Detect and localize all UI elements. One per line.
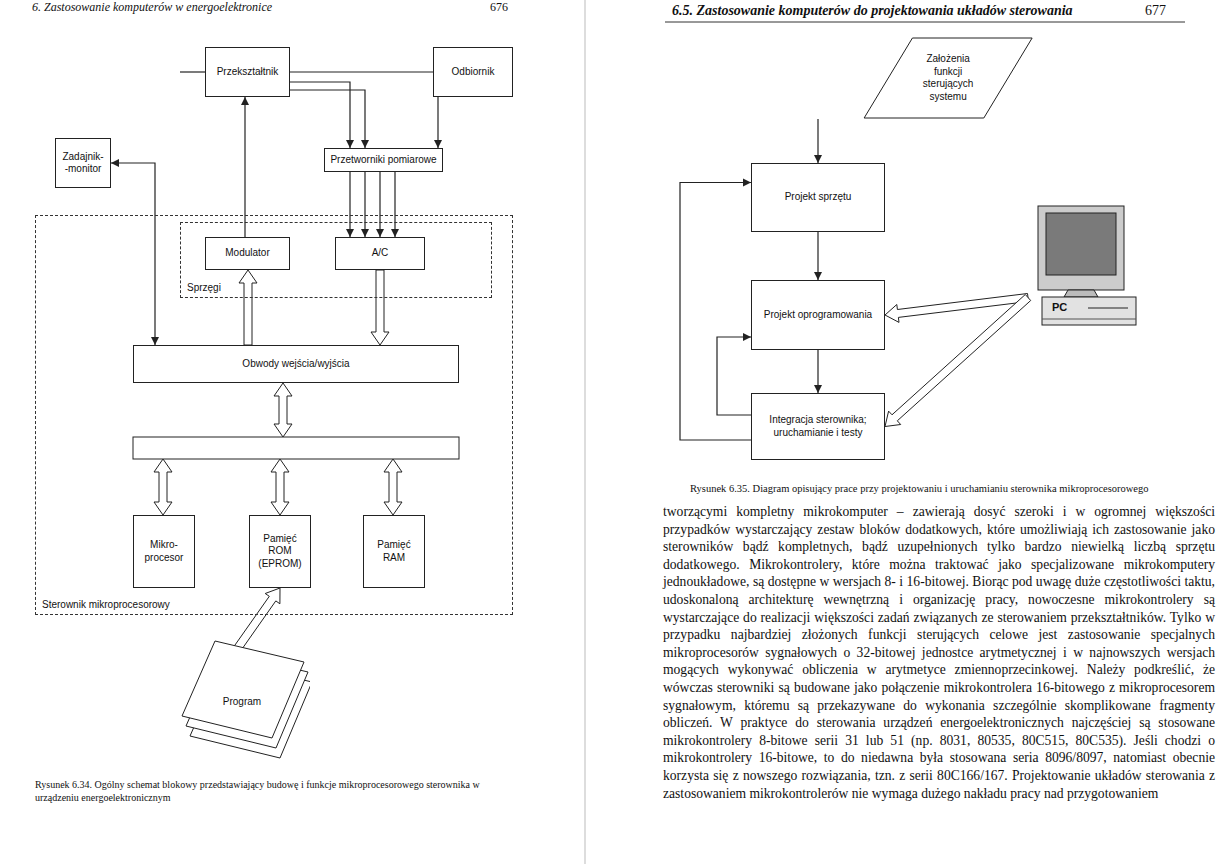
process-box: Projekt sprzętu	[751, 163, 885, 232]
arrowhead	[361, 140, 369, 148]
connector-line	[717, 337, 751, 415]
bus-arrow	[154, 459, 172, 515]
arrowhead	[151, 337, 159, 345]
node-label: Projekt oprogramowania	[756, 309, 880, 322]
figure-caption: Rysunek 6.35. Diagram opisujący prace pr…	[690, 482, 1220, 496]
figure-caption: Rysunek 6.34. Ogólny schemat blokowy prz…	[35, 778, 520, 804]
arrowhead	[111, 159, 119, 167]
connector-line	[680, 183, 751, 441]
connector-line	[290, 90, 365, 148]
io-box: Obwody wejścia/wyjścia	[133, 345, 459, 383]
hollow-arrow-shape	[239, 270, 257, 345]
connector	[290, 82, 369, 148]
hollow-arrow-shape	[885, 295, 1031, 427]
node-label: Założenia funkcji sterujących systemu	[923, 53, 974, 103]
computer-icon: PC	[1028, 205, 1138, 330]
running-header: 6.5. Zastosowanie komputerów do projekto…	[672, 2, 1132, 20]
bus-arrow	[271, 459, 289, 515]
connector	[111, 159, 159, 345]
load-box: Odbiornik	[433, 47, 513, 97]
page-number: 677	[1145, 2, 1195, 20]
transducer-box: Przetworniki pomiarowe	[324, 148, 443, 172]
connector	[814, 119, 822, 163]
hollow-arrow	[371, 270, 389, 345]
rom-box: Pamięć ROM (EPROM)	[249, 515, 311, 588]
page-gutter	[585, 0, 586, 864]
node-label: Przetworniki pomiarowe	[329, 154, 438, 167]
connector	[434, 97, 442, 148]
bus-arrows	[154, 383, 402, 515]
hollow-arrow	[232, 588, 280, 654]
adc-box: A/C	[335, 237, 425, 270]
input-parallelogram: Założenia funkcji sterujących systemu	[715, 37, 1181, 119]
connector	[814, 350, 822, 393]
hollow-arrow	[239, 270, 257, 345]
arrowhead	[346, 229, 354, 237]
node-label: Sterownik mikroprocesorowy	[41, 599, 171, 610]
setpoint-monitor-box: Zadajnik- -monitor	[55, 138, 111, 188]
arrowhead	[814, 155, 822, 163]
running-header: 6. Zastosowanie komputerów w energoelekt…	[32, 0, 452, 16]
process-box: Integracja sterownika; uruchamianie i te…	[751, 393, 885, 460]
arrowhead	[376, 229, 384, 237]
connector	[290, 72, 433, 73]
connector	[814, 232, 822, 280]
connector-line	[290, 82, 350, 148]
connector	[680, 179, 751, 441]
connector-line	[394, 172, 395, 237]
node-label: Pamięć RAM	[368, 539, 420, 564]
connector-line	[364, 172, 365, 237]
connector-line	[379, 172, 380, 237]
connector	[241, 97, 249, 237]
arrowhead	[743, 179, 751, 187]
node-label: Odbiornik	[438, 66, 508, 79]
hollow-arrow	[885, 295, 1031, 427]
node-label: PC	[1052, 301, 1067, 315]
node-label: Pamięć ROM (EPROM)	[254, 533, 306, 571]
arrowhead	[434, 140, 442, 148]
connector-line	[349, 172, 350, 237]
modulator-box: Modulator	[205, 237, 290, 270]
node-label: Przekształtnik	[210, 66, 285, 79]
converter-box: Przekształtnik	[205, 47, 290, 97]
bus-arrow	[274, 383, 292, 437]
bus-arrow	[384, 459, 402, 515]
node-label: Modulator	[210, 247, 285, 260]
connector	[346, 172, 399, 237]
hollow-arrow-shape	[371, 270, 389, 345]
arrowhead	[361, 229, 369, 237]
connector-line	[290, 71, 433, 72]
cpu-box: Mikro- procesor	[133, 515, 195, 588]
arrowhead	[743, 333, 751, 341]
supply-line	[180, 71, 205, 72]
body-text: tworzącymi kompletny mikrokomputer – zaw…	[663, 503, 1215, 860]
ram-box: Pamięć RAM	[363, 515, 425, 588]
node-label: Obwody wejścia/wyjścia	[138, 358, 454, 371]
connector-line	[244, 97, 245, 237]
process-box: Projekt oprogramowania	[751, 280, 885, 350]
pc-outline	[1028, 205, 1138, 330]
node-label: A/C	[340, 247, 420, 260]
program-sheets: Program	[180, 640, 310, 760]
node-label: Program	[180, 696, 304, 709]
node-label: Integracja sterownika; uruchamianie i te…	[756, 414, 880, 439]
node-label: Projekt sprzętu	[756, 191, 880, 204]
arrowhead	[814, 272, 822, 280]
node-label: Mikro- procesor	[138, 539, 190, 564]
node-label: Zadajnik- -monitor	[60, 151, 106, 176]
interface-boundary: Sprzęgi Modulator A/C	[180, 222, 492, 298]
header-rule	[665, 22, 1185, 23]
arrowhead	[391, 229, 399, 237]
connector	[717, 333, 751, 415]
hollow-arrow-shape	[232, 588, 280, 654]
controller-boundary: Sterownik mikroprocesorowy Sprzęgi Modulat…	[35, 215, 513, 615]
arrowhead	[814, 385, 822, 393]
node-label: Sprzęgi	[186, 282, 222, 293]
system-bus	[133, 437, 459, 459]
connector-line	[111, 163, 155, 345]
arrowhead	[241, 97, 249, 105]
arrowhead	[346, 140, 354, 148]
page-number: 676	[490, 0, 530, 16]
